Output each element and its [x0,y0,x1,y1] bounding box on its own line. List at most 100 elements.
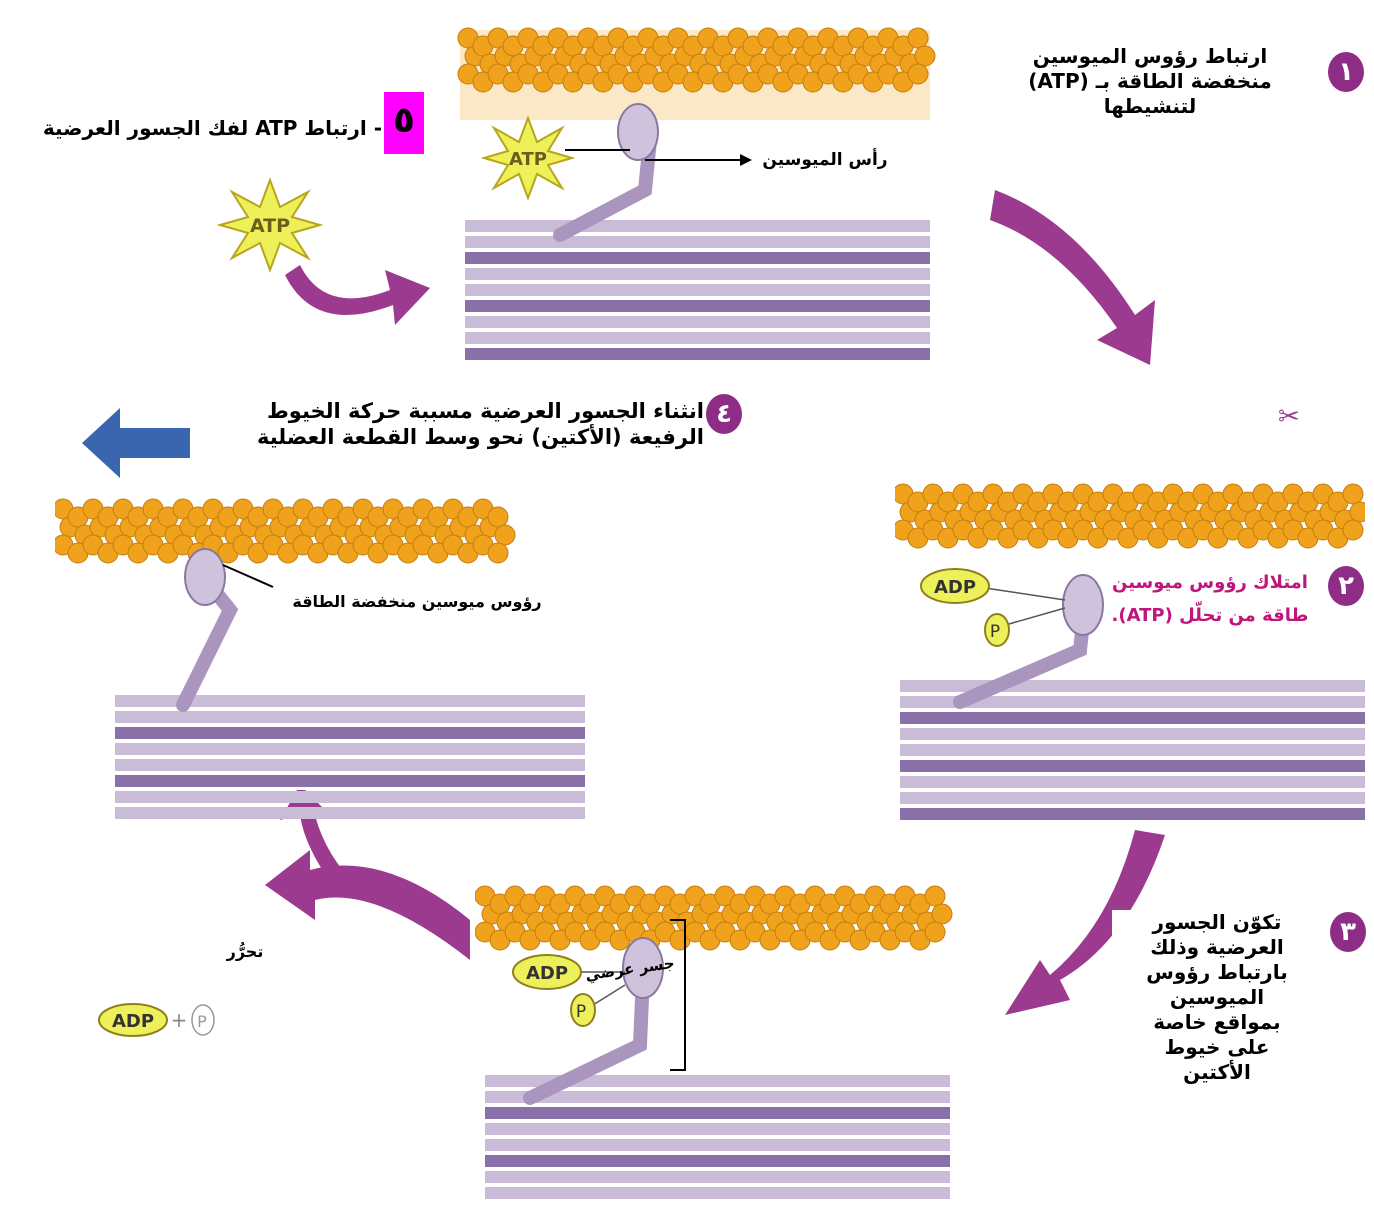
actin-filament [895,484,1365,548]
step-2-line-1: امتلاك رؤوس ميوسين [1095,572,1325,595]
atp-free-label: ATP [250,215,290,237]
myosin-head [618,104,658,160]
step-4-text: انثناء الجسور العرضية مسببة حركة الخيوط … [186,398,704,451]
step-2-badge: ٢ [1328,566,1364,606]
myosin-stripe [900,712,1365,724]
step-1-line-3: لتنشيطها [990,94,1310,119]
myosin-stripe [485,1171,950,1183]
adp-label: ADP [934,577,976,598]
step-4-line-2: الرفيعة (الأكتين) نحو وسط القطعة العضلية [186,424,704,450]
atp-label: ATP [509,149,547,170]
panel-step-3: ADP P [475,880,955,1205]
atp-starburst-free: ATP [220,180,320,270]
step-1-badge: ١ [1328,52,1364,92]
myosin-stripe [465,284,930,296]
panel-1-diagram: ATP [440,10,940,370]
pointer-arrowhead [740,154,752,166]
myosin-filament [465,220,930,360]
myosin-stripe [465,268,930,280]
myosin-stripe [900,744,1365,756]
step-3-line-1: تكوّن الجسور [1112,910,1322,935]
myosin-stripe [485,1107,950,1119]
panel-3-diagram: ADP P [475,880,955,1205]
release-products: ADP + P [95,1000,255,1040]
myosin-stripe [115,727,585,739]
myosin-stripe [115,775,585,787]
adp-label: ADP [526,963,568,984]
actin-bead [908,28,928,48]
myosin-stripe [115,711,585,723]
blue-direction-arrow [82,408,192,478]
actin-bead [488,543,508,563]
myosin-stripe [115,807,585,819]
actin-bead [1343,520,1363,540]
myosin-stripe [900,776,1365,788]
myosin-stripe [900,760,1365,772]
actin-filament [475,886,952,950]
step-3-text: تكوّن الجسور العرضية وذلك بارتباط رؤوس ا… [1112,910,1322,1085]
step-3-line-4: الميوسين [1112,985,1322,1010]
step-3-line-7: الأكتين [1112,1060,1322,1085]
step-3-line-5: بمواقع خاصة [1112,1010,1322,1035]
actin-filament [458,28,935,120]
panel-step-1: ATP [440,10,940,370]
panel-step-4 [55,495,595,830]
low-energy-heads-label: رؤوس ميوسين منخفضة الطاقة [272,592,562,612]
actin-bead [1350,502,1365,522]
step-1-line-1: ارتباط رؤوس الميوسين [990,44,1310,69]
release-label: تحرُّر [215,942,275,962]
adp-label: ADP [112,1011,154,1032]
myosin-stripe [465,332,930,344]
arrow-1-to-2 [985,180,1185,380]
step-1-text: ارتباط رؤوس الميوسين منخفضة الطاقة بـ (A… [990,44,1310,119]
atp-starburst: ATP [484,118,572,198]
step-2-text: امتلاك رؤوس ميوسين طاقة من تحلّل (ATP). [1095,572,1325,627]
step-4-badge: ٤ [706,394,742,434]
curved-arrow-5 [285,265,430,325]
step-3-line-3: بارتباط رؤوس [1112,960,1322,985]
plus-sign: + [171,1008,188,1032]
myosin-stripe [900,792,1365,804]
myosin-stripe [485,1155,950,1167]
pi-label: P [197,1012,207,1031]
myosin-stripe [465,236,930,248]
step-5-badge: ٥ [384,92,424,154]
pi-label: P [576,1002,586,1022]
myosin-stripe [115,743,585,755]
actin-bead [488,507,508,527]
myosin-stripe [485,1139,950,1151]
myosin-stripe [900,728,1365,740]
myosin-head [185,549,225,605]
pointer-line [223,565,273,587]
step-3-badge: ٣ [1330,912,1366,952]
panel-step-2: ADP P [895,480,1365,820]
myosin-stripe [485,1187,950,1199]
myosin-stripe [465,348,930,360]
actin-filament [55,499,515,563]
actin-bead [1343,484,1363,504]
myosin-stripe [115,791,585,803]
step-1-line-2: منخفضة الطاقة بـ (ATP) [990,69,1310,94]
step-3-line-6: على خيوط [1112,1035,1322,1060]
panel-4-diagram [55,495,595,830]
actin-bead [932,904,952,924]
adp-link [985,588,1065,600]
myosin-stripe [465,300,930,312]
step-5-text: - ارتباط ATP لفك الجسور العرضية [4,116,382,141]
myosin-head-label: رأس الميوسين [760,150,890,171]
actin-bead [908,64,928,84]
panel-2-diagram: ADP P [895,480,1365,820]
myosin-filament [115,695,585,819]
myosin-stripe [465,252,930,264]
myosin-stripe [115,759,585,771]
actin-bead [915,46,935,66]
myosin-stripe [465,220,930,232]
step-2-line-2: طاقة من تحلّل (ATP). [1095,605,1325,628]
step-3-line-2: العرضية وذلك [1112,935,1322,960]
small-purple-mark: ✂ [1278,404,1308,430]
myosin-stripe [900,808,1365,820]
myosin-stripe [465,316,930,328]
step-4-line-1: انثناء الجسور العرضية مسببة حركة الخيوط [186,398,704,424]
pi-label: P [990,622,1000,642]
actin-bead [925,886,945,906]
